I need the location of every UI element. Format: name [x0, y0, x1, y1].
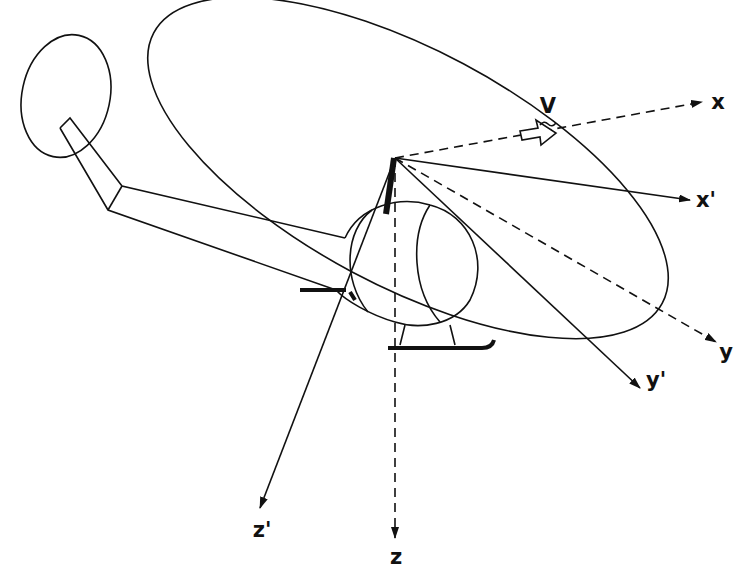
vector-label: V: [540, 96, 556, 117]
skid: [300, 290, 355, 300]
tail-boom: [60, 118, 345, 238]
tail-boom: [108, 186, 122, 210]
axis-label: x: [711, 92, 725, 113]
axis-z: [394, 158, 396, 538]
axis-label: z: [390, 547, 402, 568]
fuselage: [336, 202, 478, 326]
axis-label: x': [696, 190, 716, 211]
axis-y: [395, 158, 716, 342]
skid-strut: [400, 325, 455, 345]
canopy: [417, 205, 440, 322]
rotor-mast: [386, 158, 394, 214]
axis-label: y: [719, 342, 733, 363]
axis-y-prime: [395, 158, 640, 388]
tail-rotor: [10, 26, 122, 166]
tail-boom: [60, 128, 336, 290]
axis-label: z': [253, 520, 272, 541]
axis-x-prime: [395, 158, 690, 200]
vector-tilde: [540, 122, 556, 126]
rotor-disk: [98, 0, 717, 407]
axis-z-prime: [260, 158, 395, 508]
axis-label: y': [646, 370, 666, 391]
skid: [388, 340, 494, 348]
velocity-arrow: [520, 120, 556, 145]
